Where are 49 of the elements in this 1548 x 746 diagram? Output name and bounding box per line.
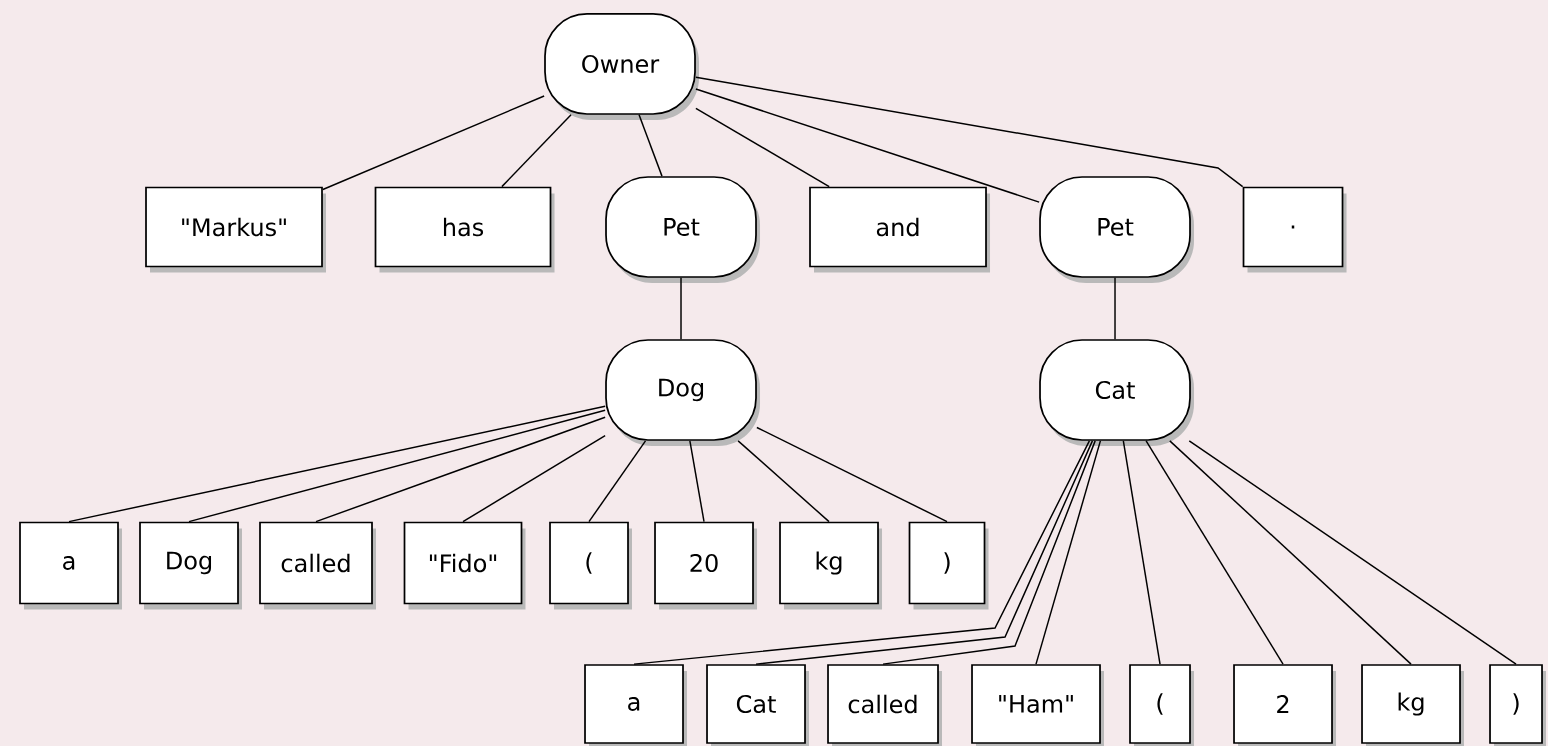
connector-line <box>1169 440 1412 665</box>
word-box: kg <box>779 521 882 610</box>
rounded-box: Owner <box>544 13 699 120</box>
connector-line <box>322 95 545 191</box>
rounded-box: Pet <box>605 176 760 283</box>
word-box: ) <box>1489 664 1546 746</box>
word-box: "Fido" <box>403 521 526 610</box>
word-box: ) <box>908 521 989 610</box>
rounded-box: Dog <box>605 339 760 446</box>
word-box: a <box>19 521 122 610</box>
connector-line <box>462 434 606 523</box>
connector-line <box>501 114 572 188</box>
connector-line <box>68 405 606 523</box>
word-box: "Ham" <box>971 664 1104 746</box>
word-box: ( <box>549 521 632 610</box>
rounded-box: Pet <box>1039 176 1194 283</box>
connector-line <box>755 440 1094 665</box>
connector-line <box>315 416 606 523</box>
connector-line <box>588 440 647 523</box>
connector-line <box>633 440 1091 665</box>
connector-line <box>1145 440 1284 665</box>
word-box: called <box>827 664 942 746</box>
word-box: 20 <box>654 521 757 610</box>
connector-line <box>638 114 663 177</box>
connector-line <box>1114 277 1116 340</box>
word-box: . <box>1242 186 1347 273</box>
word-box: Dog <box>139 521 242 610</box>
word-box: "Markus" <box>145 186 326 273</box>
word-box: and <box>809 186 990 273</box>
connector-line <box>1188 440 1517 665</box>
word-box: 2 <box>1233 664 1336 746</box>
connector-line <box>680 277 682 340</box>
word-box: has <box>374 186 555 273</box>
connector-line <box>695 107 830 188</box>
connector-line <box>737 440 830 523</box>
connector-line <box>188 409 606 523</box>
connector-line <box>1035 440 1102 665</box>
word-box: Cat <box>706 664 809 746</box>
connector-line <box>689 440 705 523</box>
rounded-box: Cat <box>1039 339 1194 446</box>
connector-line <box>1122 440 1161 665</box>
word-box: kg <box>1361 664 1464 746</box>
connector-line <box>695 88 1040 203</box>
word-box: ( <box>1129 664 1194 746</box>
word-box: called <box>259 521 376 610</box>
word-box: a <box>584 664 687 746</box>
connector-line <box>695 76 1244 188</box>
connector-line <box>882 440 1096 665</box>
connector-line <box>756 426 948 523</box>
